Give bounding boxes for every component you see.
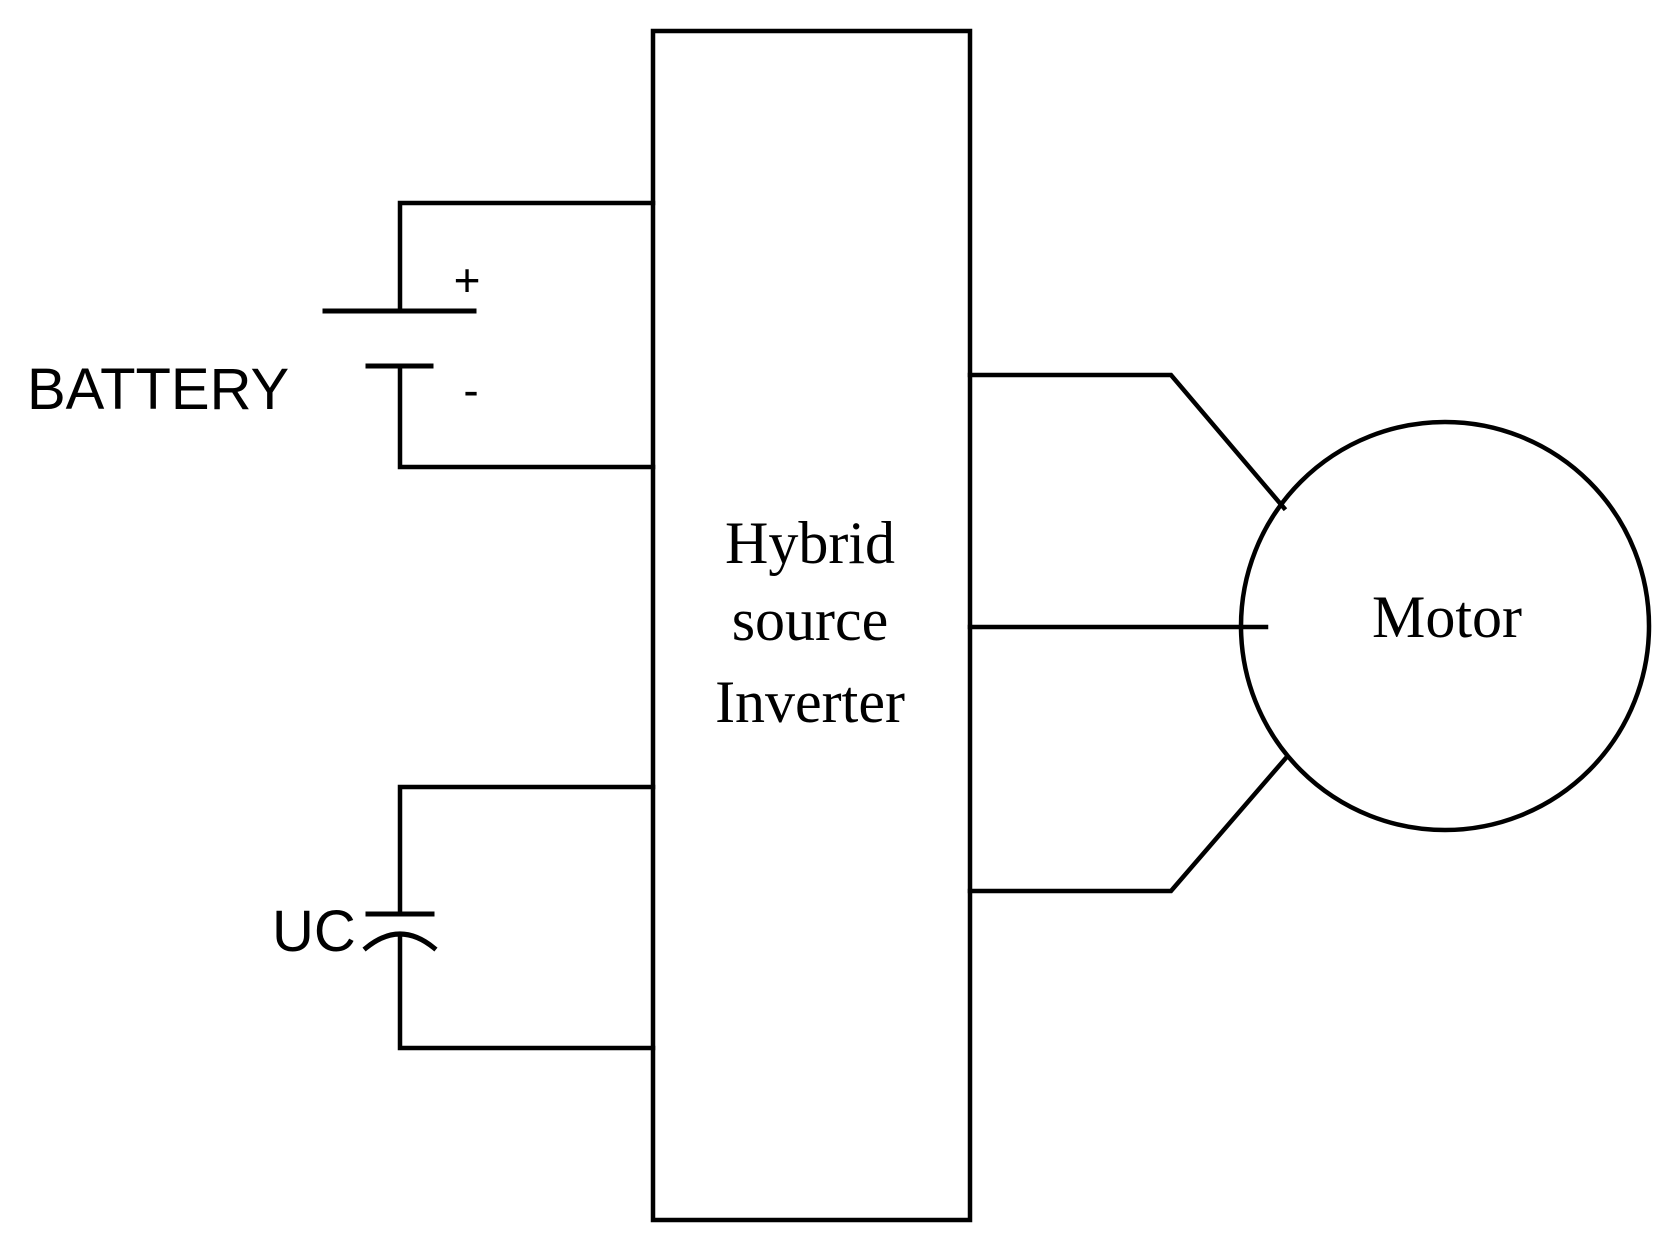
inverter-label-line2: source bbox=[732, 587, 889, 653]
battery-minus-sign: - bbox=[463, 364, 478, 416]
inverter-label-line1: Hybrid bbox=[725, 510, 895, 576]
battery-label: BATTERY bbox=[27, 357, 289, 422]
phase-a-wire bbox=[967, 372, 1288, 512]
ultracapacitor-branch: UC bbox=[272, 784, 656, 1051]
motor-label: Motor bbox=[1372, 584, 1522, 650]
battery-negative-wire bbox=[397, 363, 656, 470]
motor-phase-wires bbox=[967, 372, 1289, 894]
uc-bottom-wire bbox=[397, 934, 656, 1051]
uc-top-wire bbox=[397, 784, 656, 917]
battery-positive-wire bbox=[397, 200, 656, 314]
inverter-label-line3: Inverter bbox=[715, 669, 905, 735]
battery-plus-sign: + bbox=[454, 254, 481, 306]
motor-circle bbox=[1238, 419, 1652, 833]
phase-c-wire bbox=[967, 755, 1289, 894]
uc-curved-plate bbox=[362, 931, 438, 952]
battery-branch: + - BATTERY bbox=[27, 200, 656, 470]
uc-label: UC bbox=[272, 899, 356, 964]
